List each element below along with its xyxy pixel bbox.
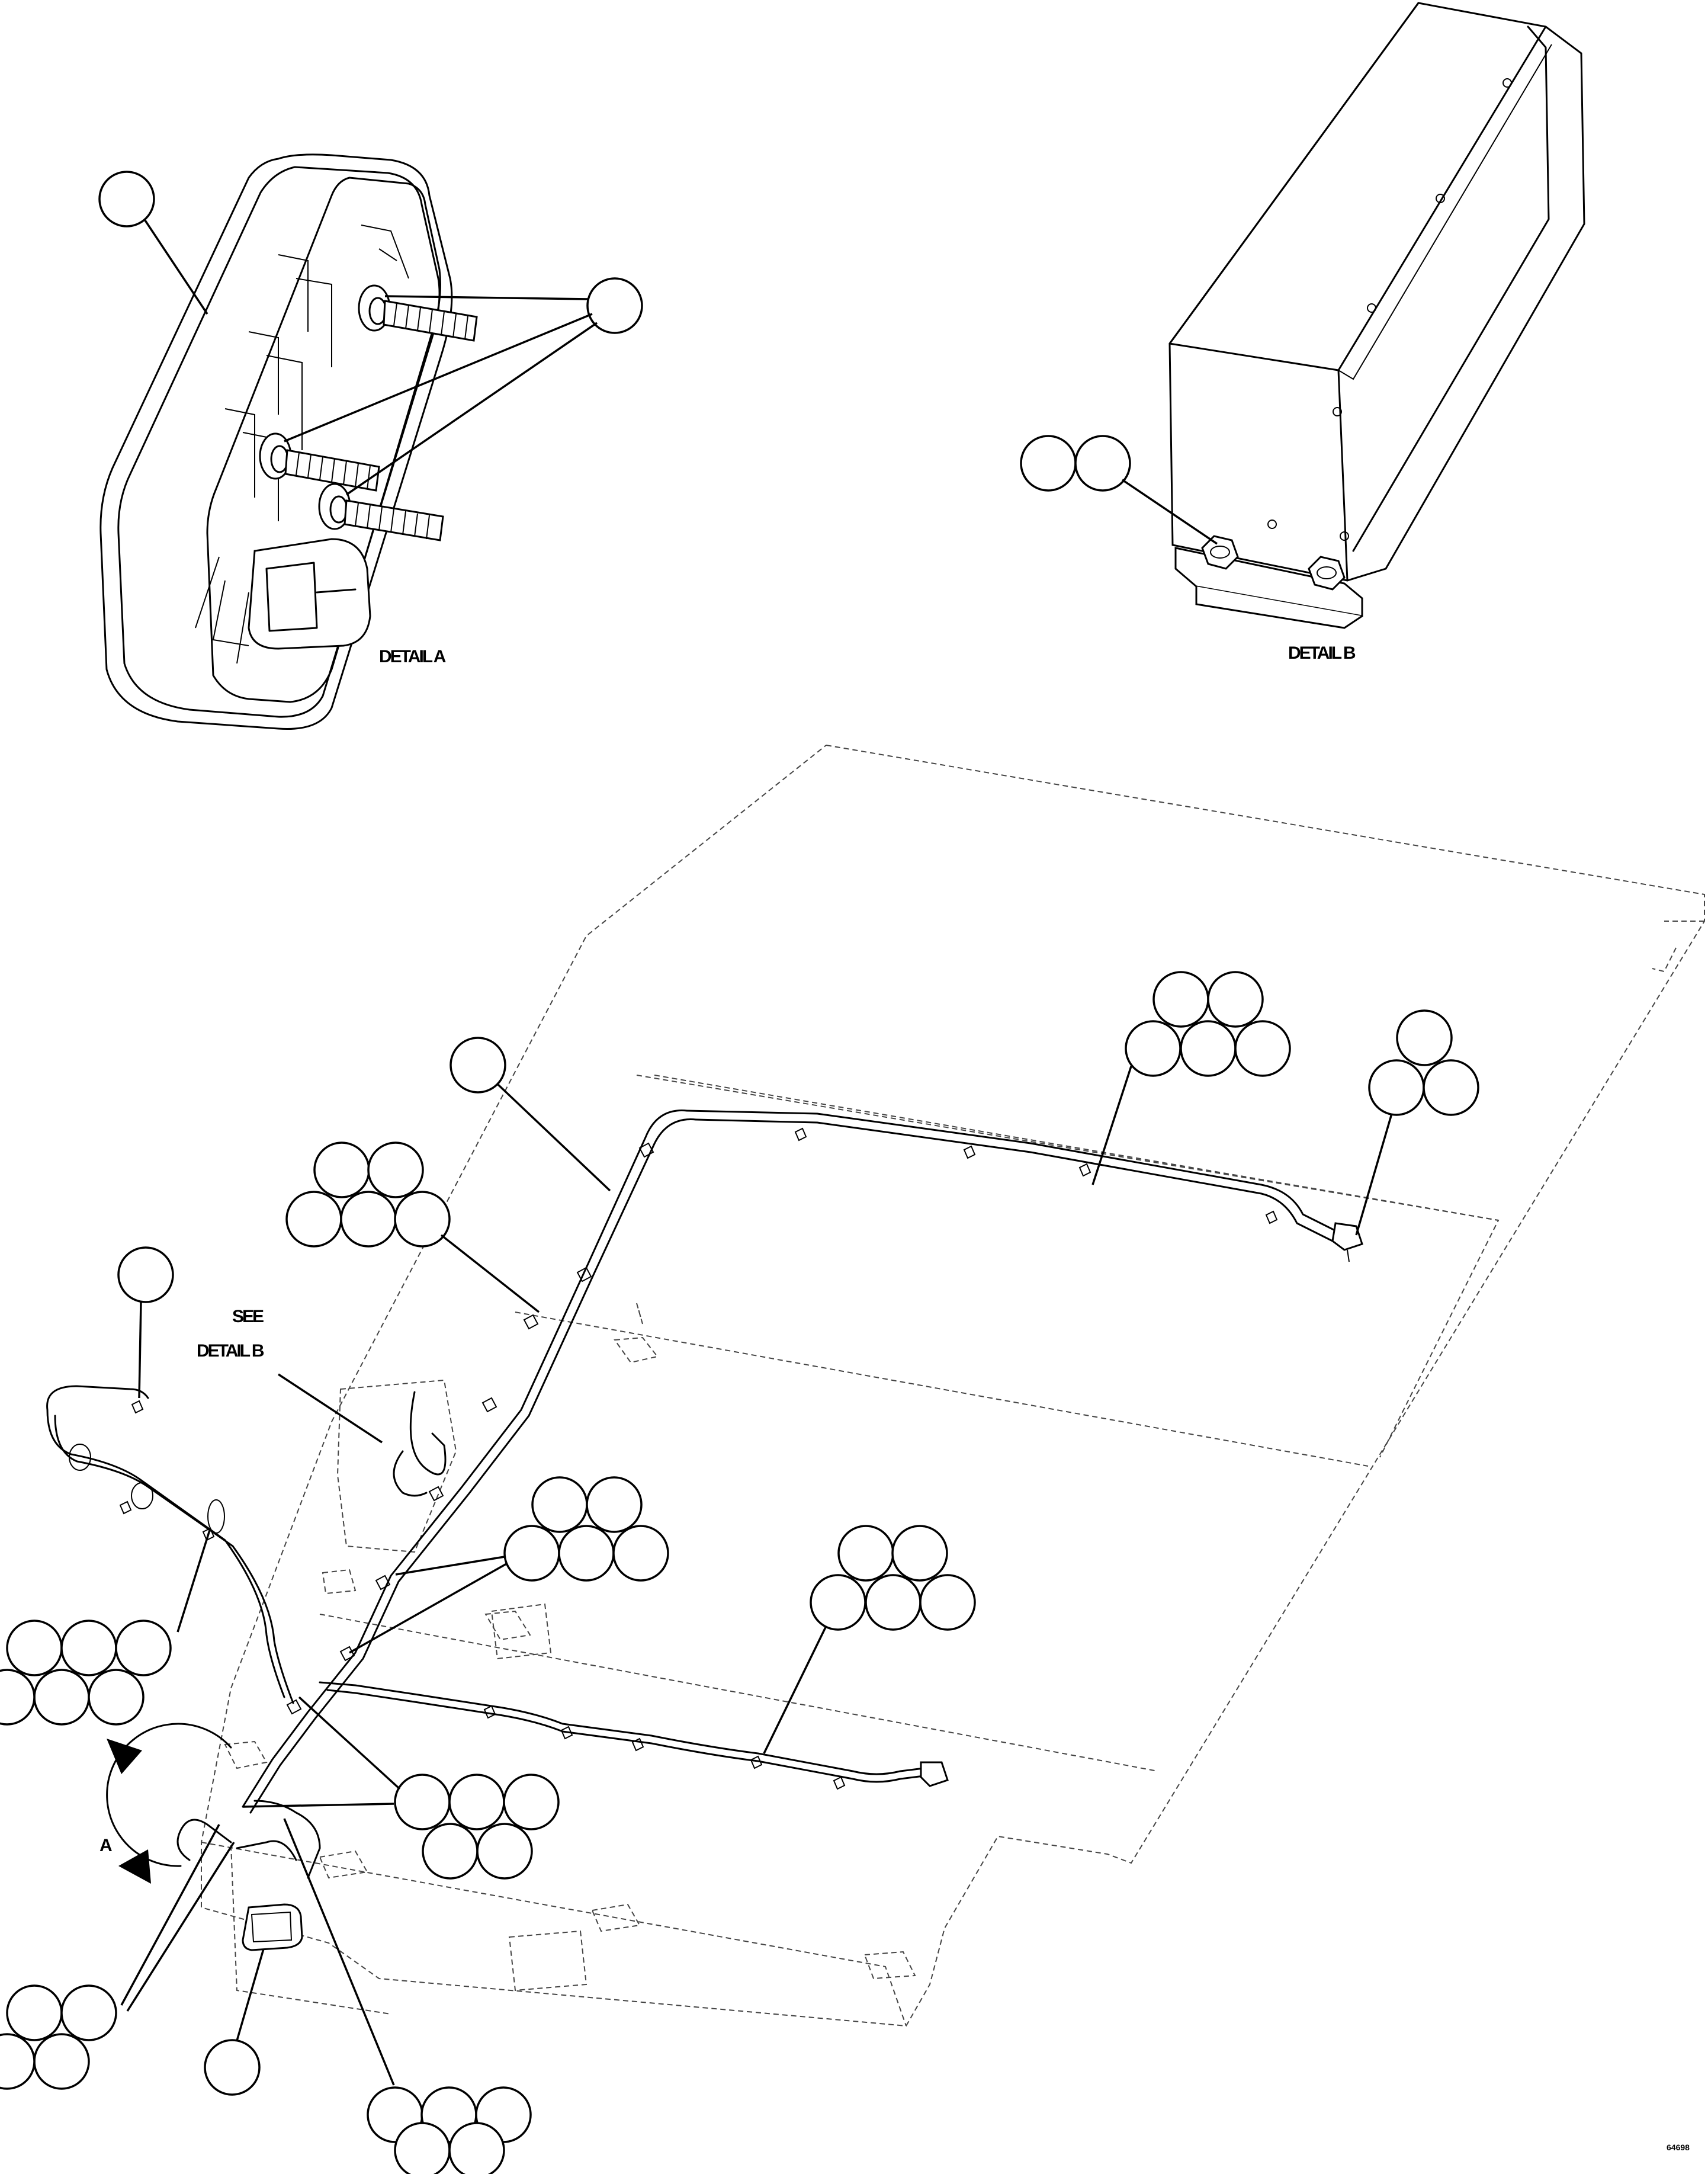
mounting-nut-1 [1201,535,1239,570]
callout-cluster-bottom [283,1818,532,2174]
detail-b-box: DETAIL B [1020,2,1585,663]
see-detail-b-line1: SEE [232,1307,264,1326]
callout-bubble-b2 [1074,435,1131,492]
callout-bubble-controller [204,2039,261,2096]
callout-cluster-upper-right [1091,971,1291,1185]
callout-cluster-bottom-left [0,1824,235,2090]
detail-a-label: DETAIL A [379,647,446,666]
detail-a-controller: DETAIL A [98,153,643,730]
callout-bubble-loop [117,1246,174,1303]
detail-b-label: DETAIL B [1288,643,1356,663]
terminal-stud-1 [358,284,478,342]
callout-cluster-left-middle [285,1141,540,1313]
drawing-number: 64698 [1667,2143,1690,2152]
callout-bubble-a1 [98,171,155,227]
callout-cluster-lower-left [0,1528,211,1726]
callout-bubble-a2 [586,277,643,334]
callout-cluster-far-right [1355,1009,1479,1236]
see-detail-b-line2: DETAIL B [197,1341,264,1361]
platform-deck [201,745,1705,2027]
callout-cluster-center [349,1476,669,1654]
view-arrow-a: A [99,1723,232,1884]
callout-bubble-harness [450,1037,506,1094]
terminal-stud-2 [259,432,380,492]
wire-harness [46,1110,1363,1951]
callout-cluster-right-center [763,1525,976,1754]
terminal-stud-3 [318,483,444,541]
mounting-nut-2 [1308,556,1346,591]
callout-cluster-lower-center [242,1696,560,1880]
callout-bubble-b1 [1020,435,1077,492]
view-letter-a: A [99,1836,112,1855]
